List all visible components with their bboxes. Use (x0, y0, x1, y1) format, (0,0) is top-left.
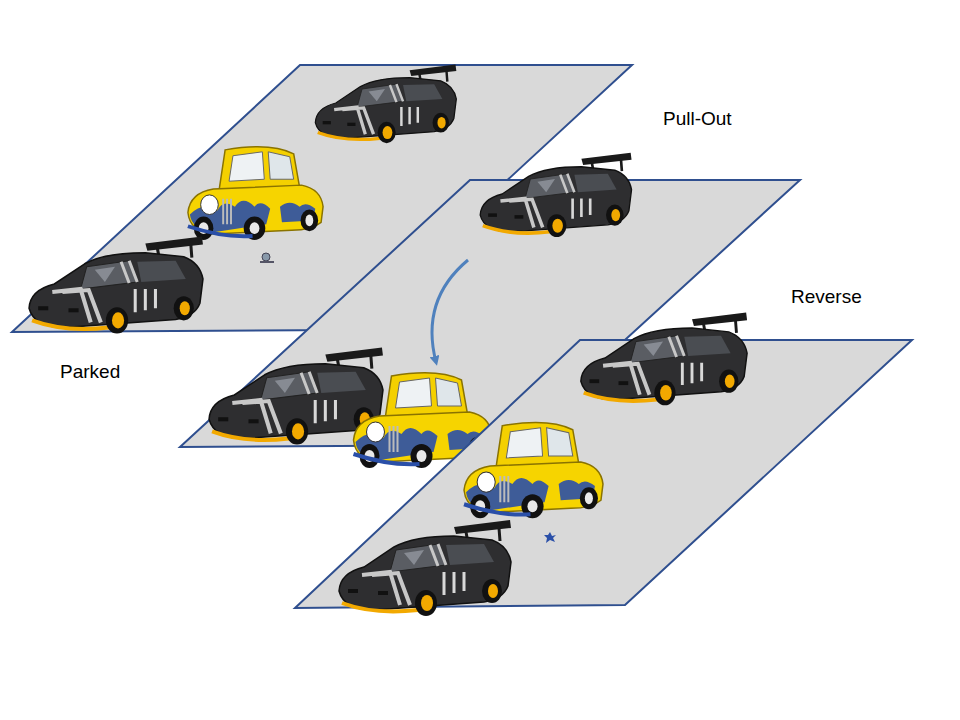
race-car (581, 313, 747, 406)
crushed-snail (544, 532, 556, 543)
race-car (29, 236, 203, 333)
stage-label: Reverse (791, 286, 862, 309)
race-car (315, 64, 456, 143)
snail-body (260, 261, 274, 263)
snail (260, 253, 274, 262)
stage-label: Parked (60, 361, 120, 384)
pull-out-arrow (432, 260, 468, 362)
hot-rod (188, 147, 323, 240)
race-car (339, 520, 511, 616)
race-car (480, 153, 631, 237)
snail-shell (262, 253, 270, 261)
stage-label: Pull-Out (663, 108, 732, 131)
hot-rod (464, 422, 603, 518)
